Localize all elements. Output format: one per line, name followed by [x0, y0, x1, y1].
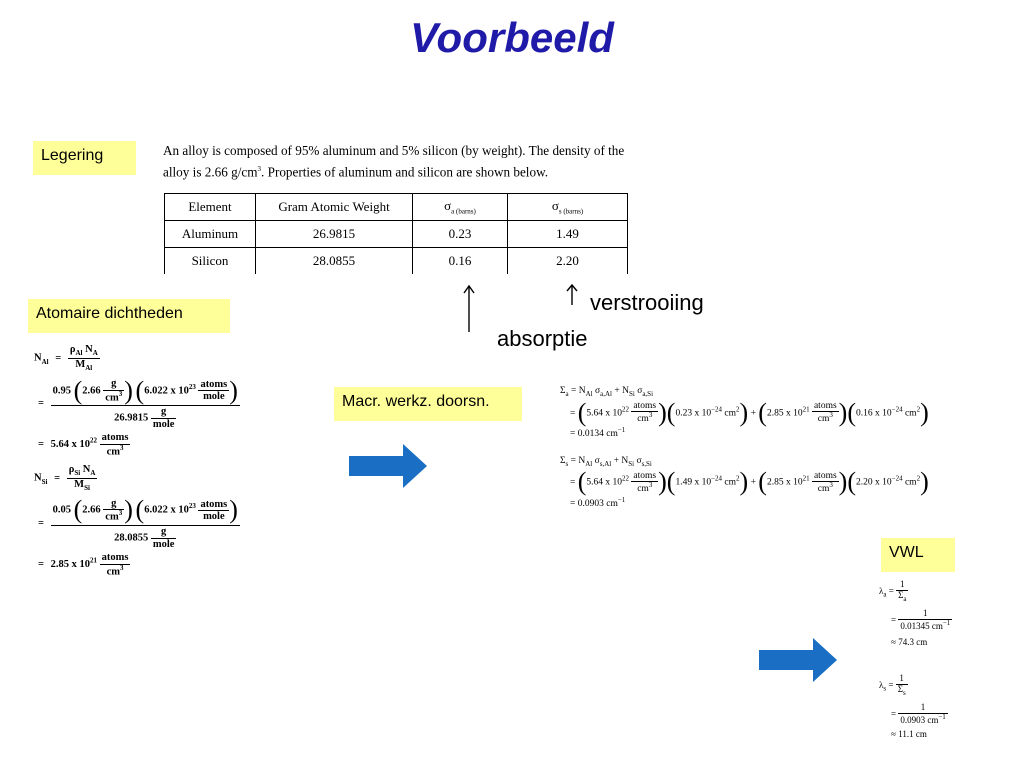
absorptie-label: absorptie [497, 326, 588, 351]
verstrooiing-label: verstrooiing [590, 290, 704, 315]
page-title: Voorbeeld [410, 14, 614, 61]
lambda-a-result: ≈ 74.3 cm [891, 637, 928, 648]
cell-gaw: 28.0855 [255, 247, 413, 274]
table-row: Silicon 28.0855 0.16 2.20 [164, 247, 628, 274]
problem-statement: An alloy is composed of 95% aluminum and… [163, 142, 683, 181]
up-arrow-icon [463, 284, 475, 332]
cell-element: Silicon [164, 247, 256, 274]
macroscopic-cross-section-equations: Σa = NAl σa,Al + NSi σa,Si = (5.64 x 102… [560, 386, 930, 510]
right-block-arrow-icon [349, 444, 427, 488]
label-atomaire-dichtheden: Atomaire dichtheden [28, 299, 230, 333]
cell-sigma-s: 2.20 [507, 247, 628, 274]
absorption-arrow [463, 284, 475, 332]
table-header-row: Element Gram Atomic Weight σa (barns) σs… [164, 193, 628, 221]
sigma-s-result: = 0.0903 cm−1 [570, 495, 626, 510]
problem-line-2: alloy is 2.66 g/cm3. Properties of alumi… [163, 164, 549, 180]
lambda-s-result: ≈ 11.1 cm [891, 729, 927, 740]
label-legering: Legering [33, 141, 136, 175]
cell-sigma-a: 0.23 [412, 220, 508, 248]
label-vwl: VWL [881, 538, 955, 572]
header-sigma-s: σs (barns) [507, 193, 628, 221]
sigma-a-result: = 0.0134 cm−1 [570, 426, 626, 440]
header-element: Element [164, 193, 256, 221]
table-row: Aluminum 26.9815 0.23 1.49 [164, 220, 628, 248]
scattering-arrow [565, 283, 579, 312]
cell-element: Aluminum [164, 220, 256, 248]
properties-table: Element Gram Atomic Weight σa (barns) σs… [164, 193, 628, 274]
problem-line-1: An alloy is composed of 95% aluminum and… [163, 143, 625, 158]
cell-sigma-s: 1.49 [507, 220, 628, 248]
cell-sigma-a: 0.16 [412, 247, 508, 274]
up-arrow-icon [566, 283, 578, 305]
sigma-s-definition: Σs = NAl σs,Al + NSi σs,Si [560, 455, 652, 468]
right-block-arrow-icon [759, 638, 837, 682]
cell-gaw: 26.9815 [255, 220, 413, 248]
label-macr-werkz-doorsn: Macr. werkz. doorsn. [334, 387, 522, 421]
header-sigma-a: σa (barns) [412, 193, 508, 221]
sigma-a-definition: Σa = NAl σa,Al + NSi σa,Si [560, 386, 654, 398]
header-gram-atomic-weight: Gram Atomic Weight [255, 193, 413, 221]
